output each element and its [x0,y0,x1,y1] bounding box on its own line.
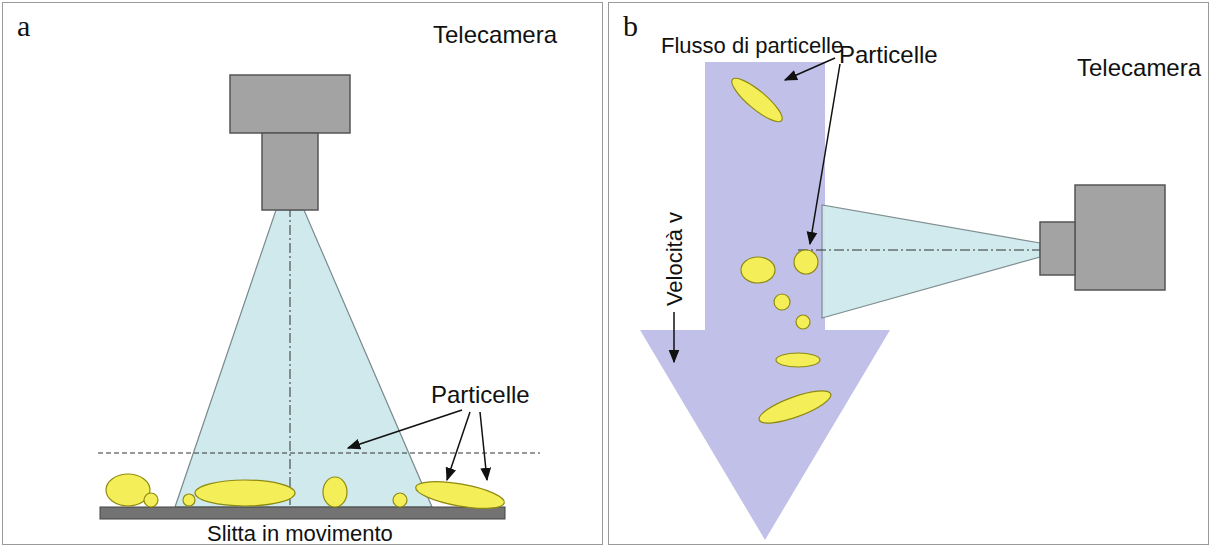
particles [727,73,834,430]
panel-letter: b [623,11,638,41]
velocity-arrow [673,312,675,362]
focus-plane [98,453,540,454]
panel-letter: a [17,11,30,41]
view-cone [175,210,432,507]
leader-lines [348,410,487,480]
panel-b-art [640,58,1165,540]
panel-a-art [98,75,540,519]
slide-label: Slitta in movimento [207,523,393,545]
leader-lines [785,58,840,244]
panel-b: bFlusso di particelleParticelleTelecamer… [608,2,1209,545]
flow-label: Flusso di particelle [661,35,843,57]
panel-a: a TelecameraParticelleSlitta in movimento [2,2,603,545]
particles [106,474,506,514]
camera-lens [1040,222,1075,275]
velocity-label: Velocità v [664,212,686,306]
moving-slide [100,507,505,519]
camera-lens [262,133,318,210]
view-cone [822,205,1040,318]
camera-body [1075,185,1165,290]
camera-label: Telecamera [1077,56,1201,80]
camera-body [230,75,350,133]
particles-label: Particelle [431,383,530,407]
particles-label: Particelle [839,43,938,67]
optical-axis [798,250,1040,251]
camera-label: Telecamera [433,23,557,47]
